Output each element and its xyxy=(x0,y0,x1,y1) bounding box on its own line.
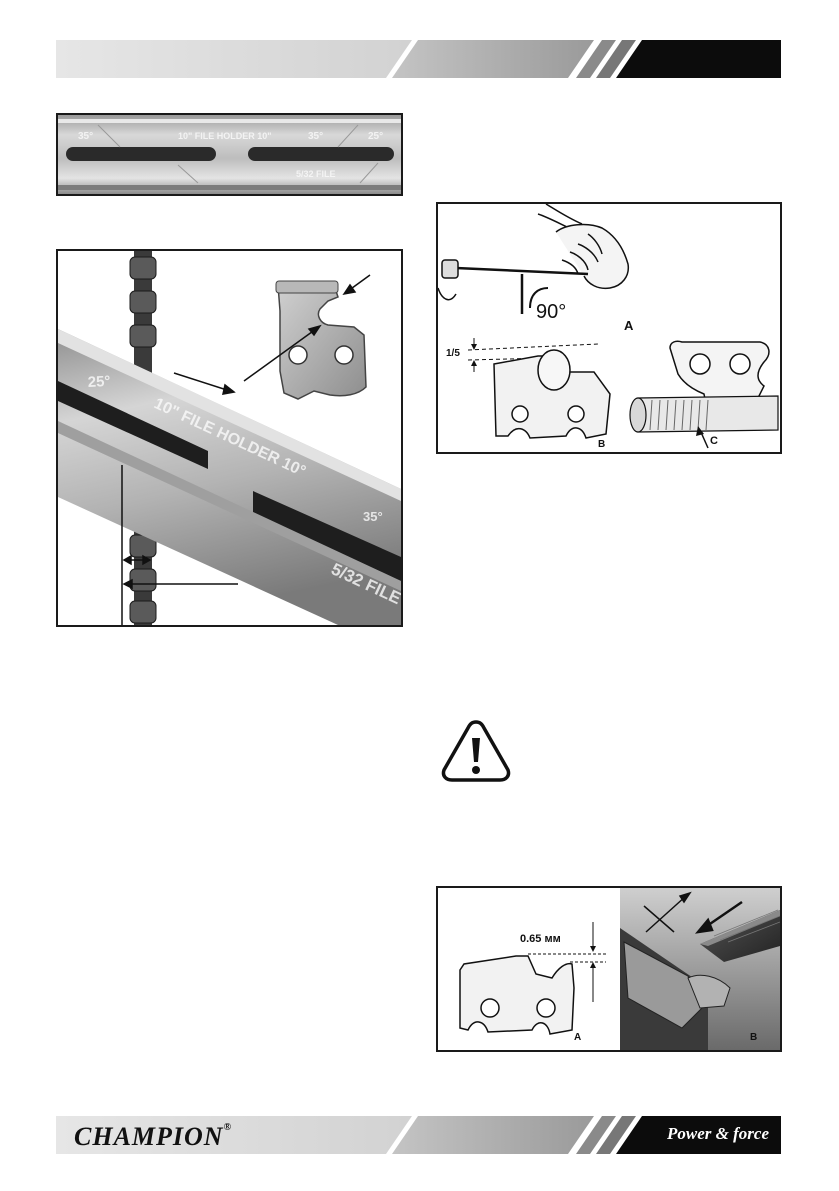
depth-photo-b: B xyxy=(620,888,780,1050)
header-band xyxy=(56,40,781,78)
angle-arc xyxy=(529,287,549,309)
depth-view-b-label: B xyxy=(750,1032,757,1043)
file-holder-photo: 35° 10" FILE HOLDER 10" 35° 25° 5/32 FIL… xyxy=(56,113,403,196)
angle-label: 90° xyxy=(536,301,566,323)
header-band-graphic xyxy=(56,40,781,78)
brand-name: CHAMPION xyxy=(74,1122,224,1151)
sharpening-diagram: 90° A 1/5 B C xyxy=(436,202,782,454)
cutter-top-arrow xyxy=(342,274,371,296)
cutter-top-c: C xyxy=(629,340,779,449)
depth-gauge-diagram: 0.65 мм A xyxy=(436,886,782,1052)
guide-mark-35: 35° xyxy=(363,509,383,524)
gap-double-arrow xyxy=(122,554,152,566)
guide-mark-25: 25° xyxy=(87,373,111,391)
holder-mark-25: 25° xyxy=(368,131,383,142)
warning-icon xyxy=(440,718,512,782)
cutter-pointer-arrow xyxy=(243,324,322,382)
depth-label: 0.65 мм xyxy=(520,933,561,945)
depth-gauge-graphic: 0.65 мм A xyxy=(459,888,780,1050)
cutter-profile-b: 1/5 B xyxy=(446,338,611,450)
view-a-label: A xyxy=(624,318,634,333)
holder-mark-35-right: 35° xyxy=(308,131,323,142)
holder-mark-title: 10" FILE HOLDER 10" xyxy=(178,131,272,141)
view-b-label: B xyxy=(598,439,605,450)
footer-band xyxy=(56,1116,781,1154)
holder-mark-35-left: 35° xyxy=(78,131,93,142)
footer-band-graphic xyxy=(56,1116,781,1154)
brand-slogan: Power & force xyxy=(667,1124,769,1143)
hand-with-file xyxy=(438,204,630,301)
ratio-label: 1/5 xyxy=(446,348,460,359)
brand-logo: CHAMPION® xyxy=(74,1122,232,1152)
file-holder-graphic: 35° 10" FILE HOLDER 10" 35° 25° 5/32 FIL… xyxy=(58,115,401,194)
file-guide-graphic: 25° 10" FILE HOLDER 10° 35° 5/32 FILE xyxy=(58,251,401,625)
pointer-arrow-left xyxy=(122,578,238,590)
holder-mark-file-size: 5/32 FILE xyxy=(296,169,336,179)
diagonal-file-holder: 25° 10" FILE HOLDER 10° 35° 5/32 FILE xyxy=(58,329,401,625)
depth-view-a-label: A xyxy=(574,1032,581,1043)
file-stroke-arrow xyxy=(694,900,743,934)
view-c-label: C xyxy=(710,435,718,447)
depth-cutter-a: 0.65 мм A xyxy=(459,922,606,1043)
sharpening-graphic: 90° A 1/5 B C xyxy=(438,204,779,450)
file-guide-on-chain-photo: 25° 10" FILE HOLDER 10° 35° 5/32 FILE xyxy=(56,249,403,627)
chain-cutter-inset xyxy=(275,280,367,400)
no-angle-icon xyxy=(643,891,692,933)
registered-mark: ® xyxy=(223,1122,233,1133)
file-direction-arrow xyxy=(173,372,236,395)
